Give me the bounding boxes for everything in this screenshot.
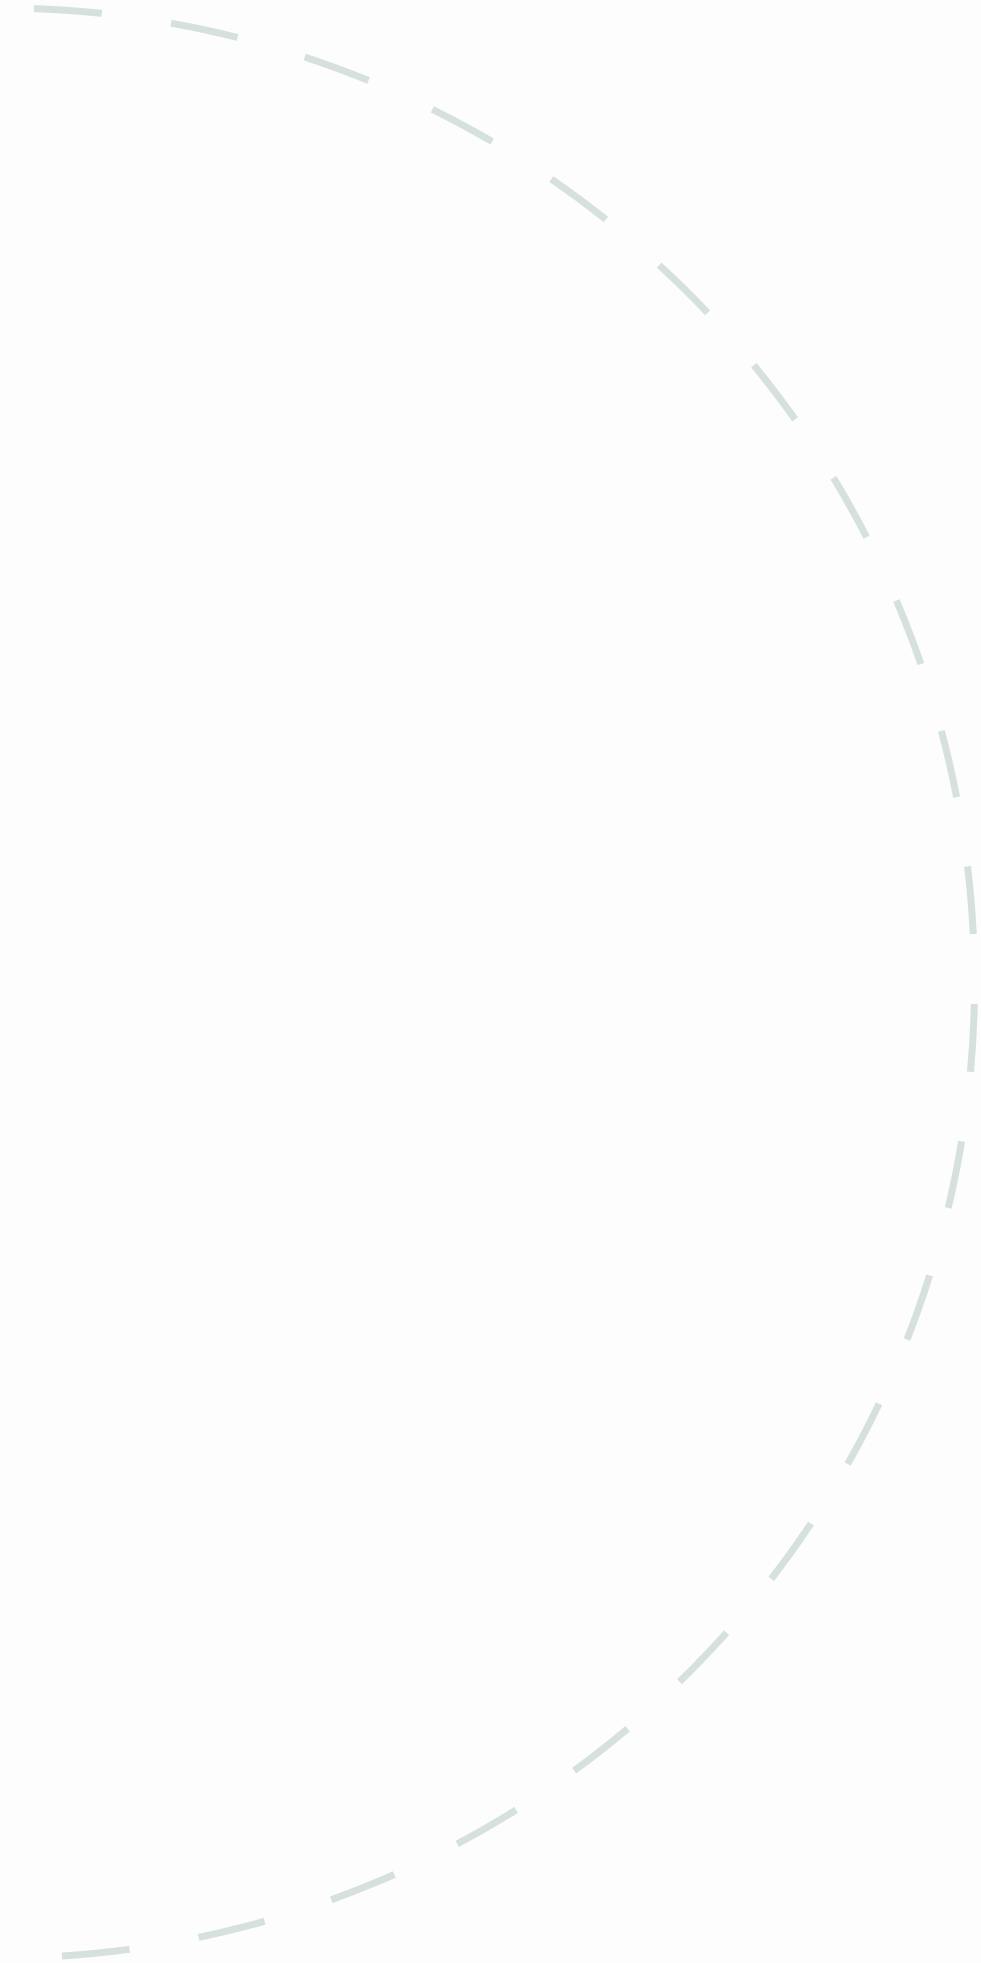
dashed-semicircle-arc (0, 4, 979, 1962)
